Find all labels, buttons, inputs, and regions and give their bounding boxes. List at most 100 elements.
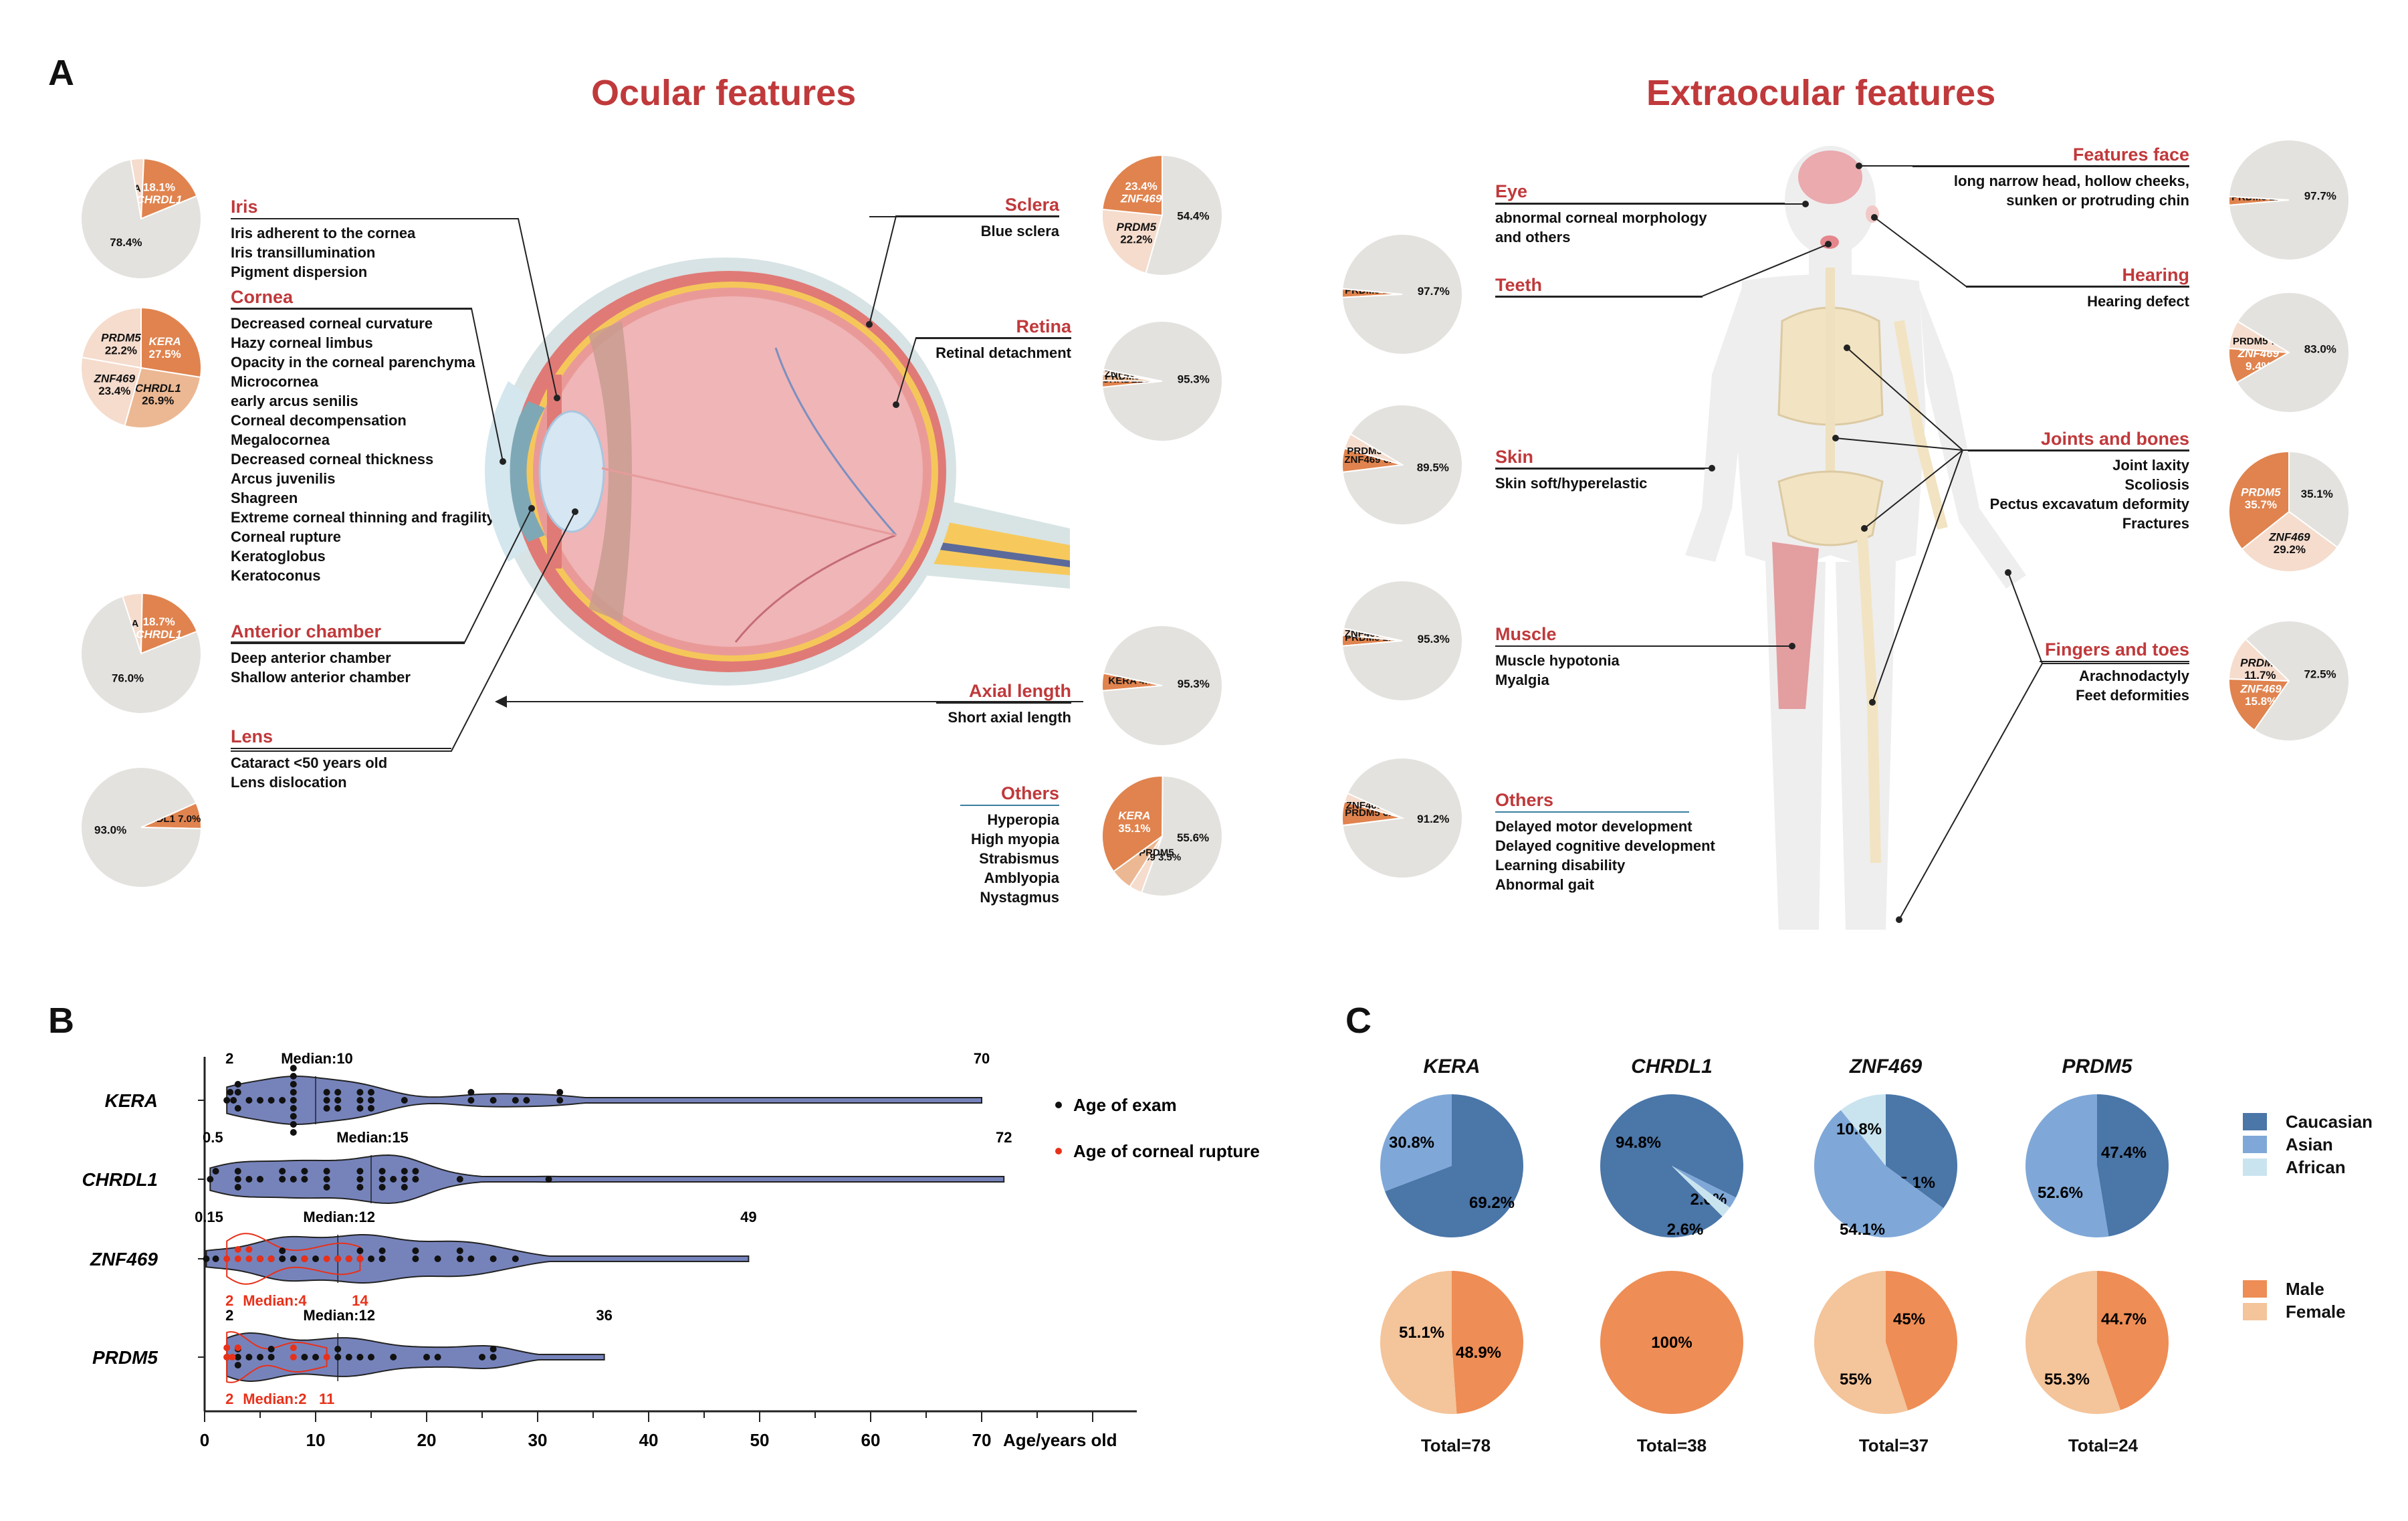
age-exam-point	[234, 1081, 241, 1088]
age-exam-point	[378, 1184, 386, 1191]
age-exam-point	[489, 1097, 497, 1104]
age-exam-point	[523, 1097, 530, 1104]
body-arm-right	[1919, 288, 2026, 589]
legend-item-asian: Asian	[2243, 1133, 2373, 1156]
pie-slice-znf469	[1101, 154, 1163, 217]
brain	[1798, 150, 1862, 204]
pie-label: 44.7%	[2101, 1310, 2147, 1328]
age-exam-point	[279, 1097, 286, 1104]
age-exam-point	[390, 1354, 397, 1360]
age-exam-point	[234, 1354, 241, 1360]
feature-title: Others	[1000, 783, 1059, 803]
age-exam-point	[368, 1354, 374, 1360]
pie-label: 10.8%	[1836, 1120, 1882, 1138]
gene-title-chrdl1: CHRDL1	[1631, 1055, 1713, 1078]
age-exam-point	[412, 1247, 419, 1254]
age-exam-point	[489, 1255, 497, 1262]
feature-item: Delayed motor development	[1495, 818, 1692, 835]
pie-slice-male	[2097, 1271, 2169, 1411]
pie-label: 72.5%	[2304, 668, 2336, 681]
corneal-rupture-point	[290, 1344, 297, 1351]
age-exam-point	[423, 1354, 430, 1360]
feature-item: Hyperopia	[987, 811, 1059, 828]
age-exam-point	[390, 1176, 397, 1183]
corneal-rupture-point	[345, 1255, 352, 1262]
age-exam-point	[234, 1176, 241, 1183]
pie-slice-kera	[140, 306, 202, 379]
pie-label: 95.3%	[1418, 633, 1450, 645]
rupture-min-label: 2	[225, 1391, 233, 1407]
total-znf469: Total=37	[1858, 1435, 1929, 1455]
feature-item: Retinal detachment	[936, 344, 1071, 361]
pie-slice-caucasian	[2097, 1094, 2169, 1237]
age-exam-point	[356, 1168, 364, 1175]
age-exam-point	[267, 1097, 275, 1104]
age-exam-point	[203, 1255, 210, 1262]
corneal-rupture-point	[223, 1344, 231, 1351]
legend-label: Asian	[2286, 1134, 2333, 1154]
pie-label: 51.1%	[1399, 1324, 1444, 1342]
x-tick-label: 10	[306, 1430, 326, 1450]
pie-slice-asian	[1380, 1094, 1452, 1192]
pie-label: 54.4%	[1177, 209, 1209, 222]
min-label: 0.5	[203, 1129, 223, 1146]
feature-item: Megalocornea	[231, 431, 330, 448]
feature-title: Eye	[1495, 181, 1528, 201]
corneal-rupture-point	[290, 1354, 297, 1360]
age-exam-point	[223, 1097, 231, 1104]
feature-item: Feet deformities	[2076, 687, 2189, 704]
feature-item: abnormal corneal morphology	[1495, 209, 1707, 226]
corneal-rupture-point	[356, 1255, 364, 1262]
feature-item: Pigment dispersion	[231, 264, 368, 280]
age-exam-point	[368, 1097, 374, 1104]
leader-rule	[2040, 661, 2189, 662]
corneal-rupture-point	[234, 1246, 241, 1253]
pie-label: 89.5%	[1417, 462, 1449, 474]
age-exam-point	[245, 1097, 253, 1104]
eye-illustration	[485, 258, 1070, 686]
pie-extra-others: PRDM5 6.4%ZNF469 2.3%91.2%	[1341, 757, 1463, 879]
age-exam-point	[456, 1255, 463, 1262]
age-exam-point	[279, 1168, 286, 1175]
pie-ocular-lens: CHRDL1 7.0%93.0%	[80, 767, 203, 888]
feature-items: Skin soft/hyperelastic	[1495, 474, 1709, 493]
gene-label: CHRDL1	[82, 1169, 158, 1190]
legend-item-female: Female	[2243, 1300, 2346, 1323]
violin-body	[209, 1154, 1005, 1205]
feature-title: Others	[1495, 790, 1554, 810]
gene-label: KERA	[105, 1090, 158, 1111]
pie-slice-znf469	[2241, 510, 2338, 573]
legend-label: African	[2286, 1156, 2346, 1177]
pie-slice-other	[1145, 154, 1223, 276]
eye-cornea	[505, 401, 545, 542]
age-exam-point	[368, 1089, 374, 1096]
feature-item: Shagreen	[231, 490, 298, 506]
age-exam-point	[234, 1105, 241, 1112]
age-exam-point	[290, 1255, 297, 1262]
pie-slice-other	[1341, 757, 1463, 879]
legend-dot	[1055, 1102, 1062, 1108]
age-exam-point	[368, 1105, 374, 1112]
feature-items: Blue sclera	[869, 221, 1059, 241]
median-label: Median:15	[336, 1129, 409, 1146]
legend-label: Male	[2286, 1278, 2324, 1299]
extraocular-features-title: Extraocular features	[1646, 73, 1996, 113]
pie-ocular-retina: CHRDL1 1.8%PRDM5 1.8%ZNF469 1.2%95.3%	[1101, 320, 1224, 442]
feature-item: Strabismus	[979, 850, 1059, 867]
eye-visual-axis	[601, 467, 897, 536]
feature-title: Joints and bones	[2040, 429, 2189, 449]
pie-label: 18.1%CHRDL1	[136, 181, 182, 206]
age-exam-point	[290, 1129, 297, 1136]
feature-items: Hearing defect	[1966, 292, 2189, 311]
age-exam-point	[512, 1255, 519, 1262]
age-exam-point	[245, 1354, 253, 1360]
